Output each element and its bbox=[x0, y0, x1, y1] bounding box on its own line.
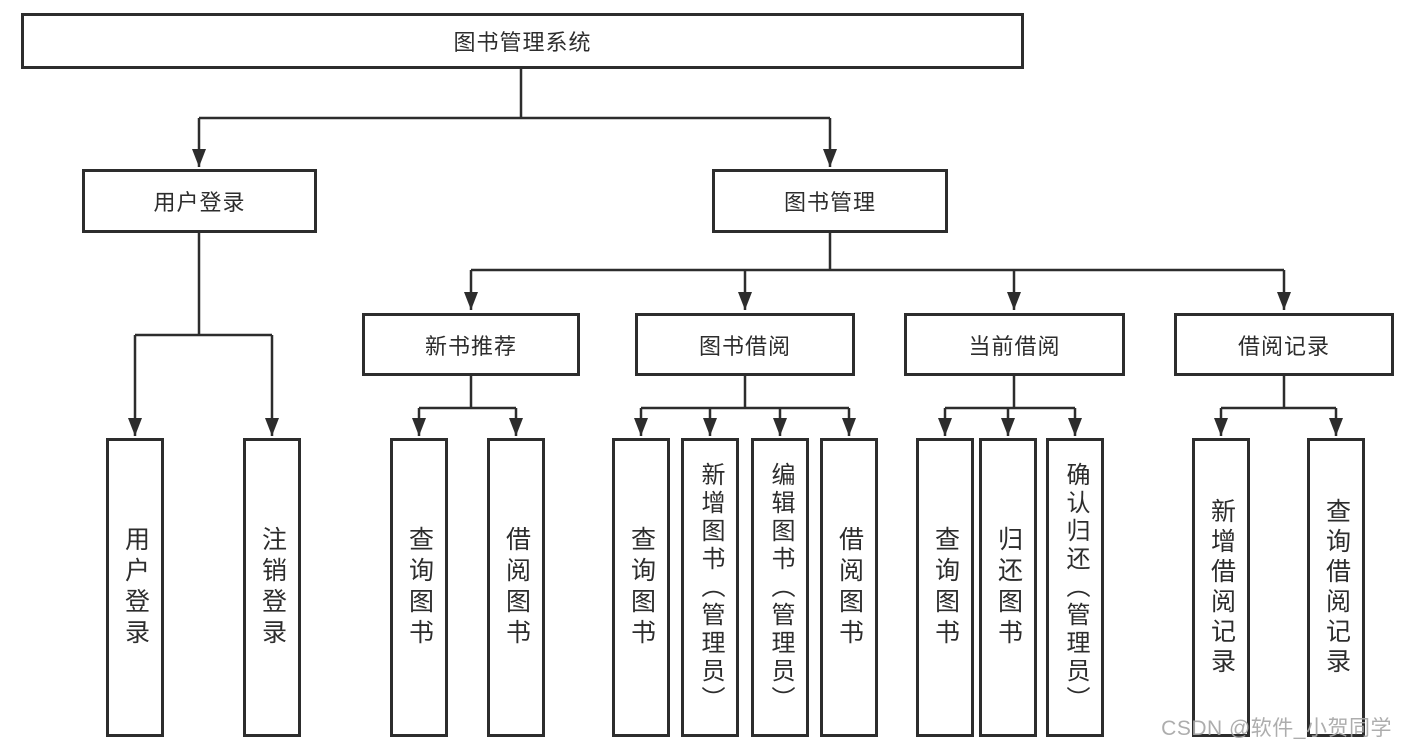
leaf-user-login-label: 用户登录 bbox=[121, 525, 150, 650]
node-book-borrow-label: 图书借阅 bbox=[698, 333, 791, 359]
leaf-query-books-borrow-label: 查询图书 bbox=[627, 525, 656, 650]
leaf-query-books-current-label: 查询图书 bbox=[931, 525, 960, 650]
leaf-logout-label: 注销登录 bbox=[258, 525, 287, 650]
node-root: 图书管理系统 bbox=[21, 13, 1024, 69]
connector-root-to-level2 bbox=[192, 69, 837, 167]
leaf-query-books-current: 查询图书 bbox=[916, 438, 974, 737]
node-root-label: 图书管理系统 bbox=[453, 30, 592, 55]
leaf-query-borrow-record-label: 查询借阅记录 bbox=[1322, 497, 1351, 678]
connector-borrow-records-children bbox=[1214, 376, 1343, 436]
leaf-add-borrow-record-label: 新增借阅记录 bbox=[1207, 497, 1236, 678]
leaf-borrow-books-recommend-label: 借阅图书 bbox=[502, 525, 531, 650]
connector-current-borrow-children bbox=[938, 376, 1082, 436]
connector-new-book-children bbox=[412, 376, 523, 436]
node-new-book-recommend: 新书推荐 bbox=[362, 313, 580, 376]
node-book-borrow: 图书借阅 bbox=[635, 313, 855, 376]
connector-user-login-children bbox=[128, 233, 279, 436]
leaf-borrow-books: 借阅图书 bbox=[820, 438, 878, 737]
node-current-borrow: 当前借阅 bbox=[904, 313, 1125, 376]
node-borrow-records-label: 借阅记录 bbox=[1237, 333, 1330, 359]
leaf-add-borrow-record: 新增借阅记录 bbox=[1192, 438, 1250, 737]
leaf-borrow-books-label: 借阅图书 bbox=[835, 525, 864, 650]
node-user-login: 用户登录 bbox=[82, 169, 317, 233]
connector-book-borrow-children bbox=[634, 376, 856, 436]
leaf-query-books-recommend: 查询图书 bbox=[390, 438, 448, 737]
leaf-logout: 注销登录 bbox=[243, 438, 301, 737]
leaf-confirm-return-admin-label: 确认归还（管理员） bbox=[1062, 461, 1089, 714]
node-book-management-label: 图书管理 bbox=[783, 190, 876, 215]
leaf-confirm-return-admin: 确认归还（管理员） bbox=[1046, 438, 1104, 737]
leaf-query-borrow-record: 查询借阅记录 bbox=[1307, 438, 1365, 737]
leaf-return-books-label: 归还图书 bbox=[994, 525, 1023, 650]
node-borrow-records: 借阅记录 bbox=[1174, 313, 1394, 376]
leaf-add-book-admin-label: 新增图书（管理员） bbox=[697, 461, 724, 714]
node-book-management: 图书管理 bbox=[712, 169, 948, 233]
leaf-query-books-recommend-label: 查询图书 bbox=[405, 525, 434, 650]
leaf-user-login: 用户登录 bbox=[106, 438, 164, 737]
leaf-query-books-borrow: 查询图书 bbox=[612, 438, 670, 737]
leaf-add-book-admin: 新增图书（管理员） bbox=[681, 438, 739, 737]
connector-book-management-children bbox=[464, 233, 1291, 310]
leaf-edit-book-admin-label: 编辑图书（管理员） bbox=[767, 461, 794, 714]
node-current-borrow-label: 当前借阅 bbox=[968, 333, 1061, 359]
node-user-login-label: 用户登录 bbox=[153, 190, 246, 215]
leaf-return-books: 归还图书 bbox=[979, 438, 1037, 737]
leaf-edit-book-admin: 编辑图书（管理员） bbox=[751, 438, 809, 737]
node-new-book-recommend-label: 新书推荐 bbox=[424, 333, 517, 359]
leaf-borrow-books-recommend: 借阅图书 bbox=[487, 438, 545, 737]
csdn-watermark: CSDN @软件_小贺同学 bbox=[1161, 717, 1392, 740]
